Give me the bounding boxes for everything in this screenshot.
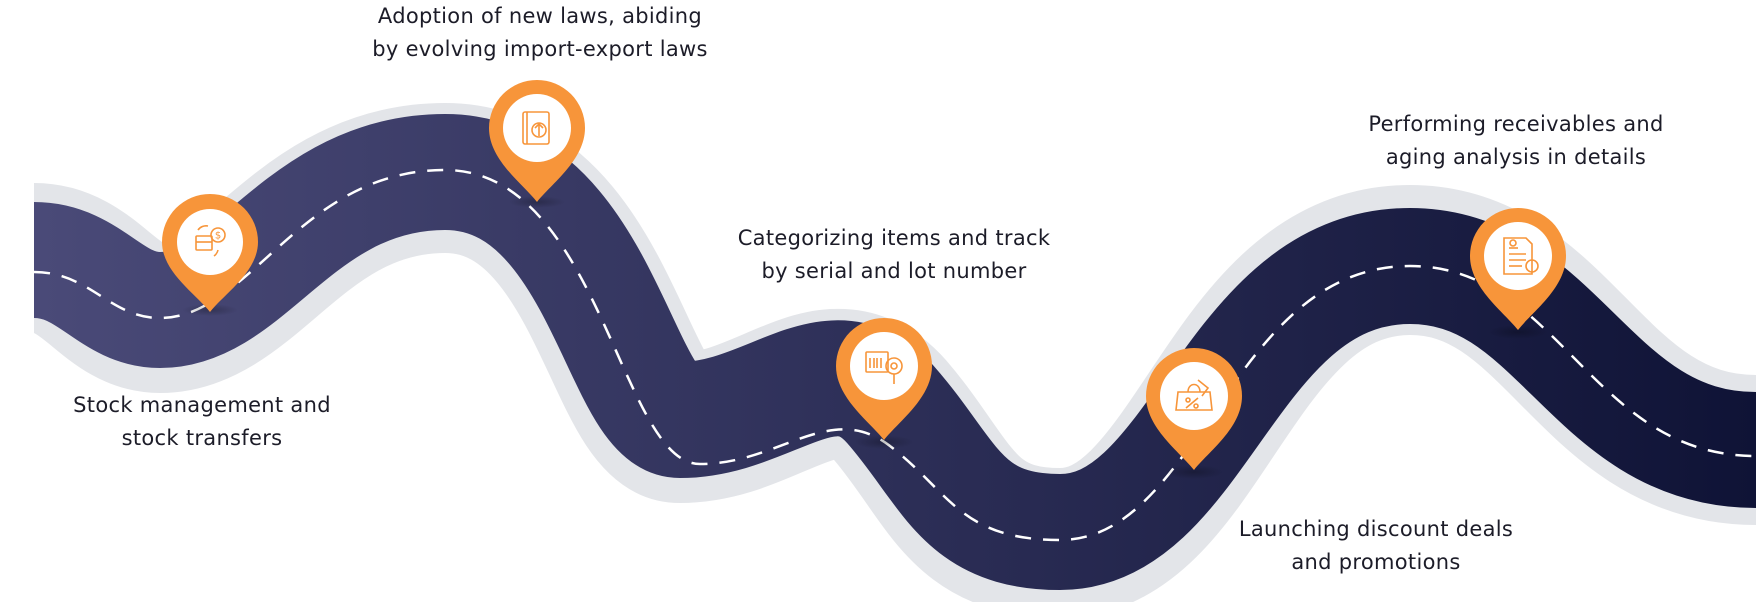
- law-book-icon: [522, 111, 550, 145]
- milestone-label-receivables: Performing receivables and aging analysi…: [1368, 108, 1663, 174]
- stock-transfer-icon: $: [195, 225, 226, 257]
- milestone-pin-categorize: [836, 318, 932, 449]
- milestone-label-categorize: Categorizing items and track by serial a…: [738, 222, 1051, 288]
- milestone-label-line: Performing receivables and: [1368, 112, 1664, 136]
- milestone-label-line: and promotions: [1291, 550, 1461, 574]
- milestone-label-line: by evolving import-export laws: [372, 37, 708, 61]
- milestone-label-stock: Stock management and stock transfers: [73, 389, 331, 455]
- milestone-label-line: by serial and lot number: [761, 259, 1027, 283]
- milestone-label-line: aging analysis in details: [1385, 145, 1647, 169]
- milestone-label-line: Stock management and: [73, 393, 331, 417]
- milestone-pin-discount: [1146, 348, 1242, 479]
- milestone-label-discount: Launching discount deals and promotions: [1239, 513, 1513, 579]
- milestone-label-line: Adoption of new laws, abiding: [377, 4, 703, 28]
- milestone-pin-receivables: [1470, 208, 1566, 339]
- milestone-label-laws: Adoption of new laws, abiding by evolvin…: [372, 0, 707, 66]
- report-document-icon: [1503, 237, 1539, 275]
- discount-tag-icon: [1175, 379, 1213, 411]
- road-lane-marking: [33, 168, 1756, 542]
- milestone-pin-stock: $: [162, 194, 258, 316]
- milestone-label-line: stock transfers: [121, 426, 283, 450]
- milestone-label-line: Launching discount deals: [1238, 517, 1514, 541]
- barcode-search-icon: [865, 351, 903, 384]
- milestone-label-line: Categorizing items and track: [737, 226, 1051, 250]
- milestone-pin-laws: [489, 80, 585, 208]
- svg-text:$: $: [215, 231, 221, 242]
